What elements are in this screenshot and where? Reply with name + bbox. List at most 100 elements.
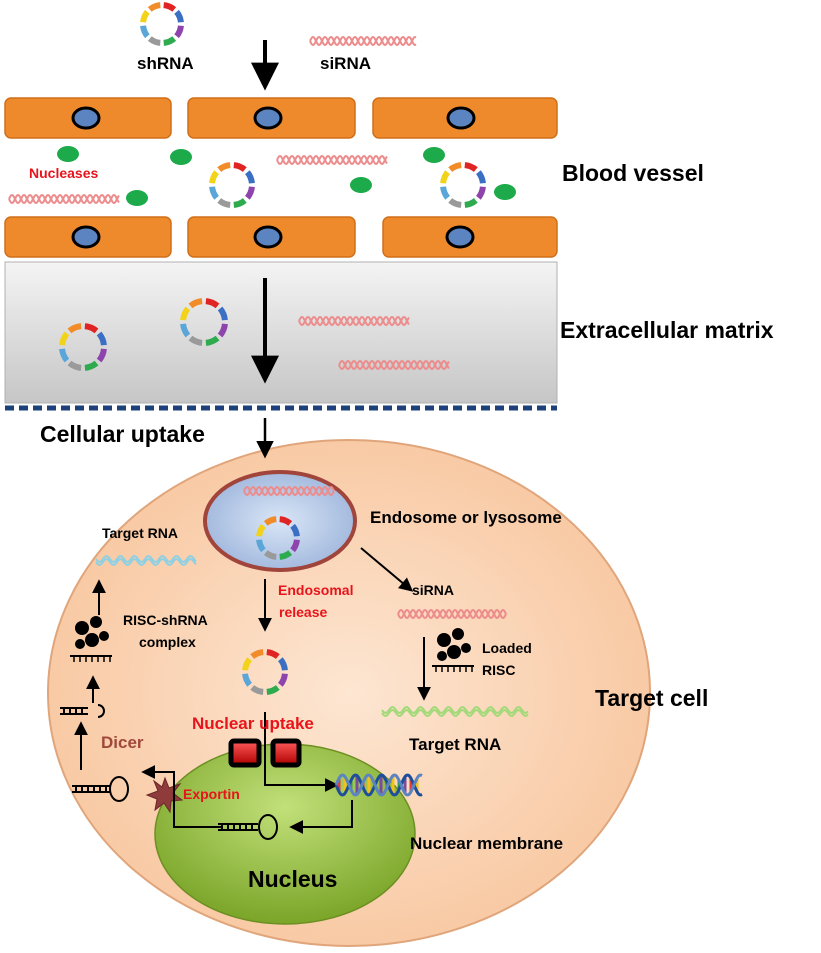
sirna-label-right: siRNA — [412, 582, 455, 598]
plasmid-segment — [205, 298, 220, 309]
plasmid-segment — [209, 186, 220, 200]
endosomal-release-label-line2: release — [279, 604, 328, 620]
endosome-label: Endosome or lysosome — [370, 508, 562, 527]
plasmid-segment — [217, 197, 231, 208]
plasmid-segment — [244, 170, 255, 184]
nucleases-label: Nucleases — [29, 165, 99, 181]
endothelial-cell-nucleus — [71, 225, 101, 249]
plasmid-segment — [174, 9, 184, 23]
plasmid-segment — [205, 335, 220, 346]
shrna-plasmid — [256, 516, 300, 560]
plasmid-segment — [67, 360, 82, 371]
extracellular-matrix-label: Extracellular matrix — [560, 317, 774, 343]
nucleus — [154, 743, 416, 925]
shrna-plasmid — [209, 162, 255, 208]
arrow-export — [141, 765, 222, 828]
sirna-strand — [298, 315, 410, 327]
plasmid-segment — [59, 348, 70, 363]
rna-strands — [8, 35, 529, 717]
sirna-strand — [397, 608, 507, 620]
shrna-hairpin-exported — [72, 776, 129, 802]
plasmid-segment — [233, 162, 247, 173]
plasmid-segment — [217, 323, 228, 338]
nuclear-pore-left — [228, 738, 262, 768]
plasmid-segment — [140, 9, 150, 23]
nuclear-membrane-label: Nuclear membrane — [410, 834, 564, 853]
plasmid-segment — [277, 673, 288, 687]
shrna-label: shRNA — [137, 54, 194, 73]
endosomal-release-label-line1: Endosomal — [278, 582, 354, 598]
shrna-hairpin-nucleus — [218, 814, 278, 840]
nuclease-particle — [126, 190, 148, 206]
plasmid-segment — [256, 523, 266, 537]
shrna-plasmid — [59, 323, 107, 371]
nuclease-particle — [57, 146, 79, 162]
blood-vessel-label: Blood vessel — [562, 160, 704, 186]
plasmid-segment — [250, 649, 264, 660]
sirna-strand — [276, 154, 388, 166]
endothelial-cell-nucleus — [445, 225, 475, 249]
dicer-label: Dicer — [101, 733, 144, 752]
plasmid-segment — [242, 673, 253, 687]
cellular-uptake-label: Cellular uptake — [40, 421, 205, 447]
plasmid-segment — [96, 331, 107, 346]
plasmid-segment — [59, 331, 70, 346]
target-rna-strand — [381, 706, 529, 717]
loaded-risc-label-line2: RISC — [482, 662, 516, 678]
extracellular-matrix — [4, 261, 558, 404]
shrna-plasmid — [242, 649, 288, 695]
plasmid-segment — [96, 348, 107, 363]
risc-shrna-complex — [70, 616, 112, 662]
plasmid-segment — [188, 298, 203, 309]
shrna-plasmid — [180, 298, 228, 346]
target-rna-strand — [95, 555, 197, 566]
plasmid-segment — [250, 684, 264, 695]
plasmid-segment — [290, 523, 300, 537]
nuclear-uptake-label: Nuclear uptake — [192, 714, 314, 733]
plasmid-segment — [277, 657, 288, 671]
exportin-label: Exportin — [183, 786, 240, 802]
nucleus-label: Nucleus — [248, 866, 338, 892]
endothelial-cells — [4, 97, 558, 258]
plasmid-segment — [266, 684, 280, 695]
risc-complexes — [70, 616, 474, 672]
shrna-diced — [60, 704, 105, 718]
arrow-nuclear-uptake — [264, 712, 339, 792]
shrna-plasmids — [59, 2, 486, 695]
sirna-strand — [309, 35, 417, 47]
plasmid-segment — [475, 186, 486, 200]
plasmid-segment — [290, 539, 300, 553]
plasmid-segment — [67, 323, 82, 334]
arrow-endosome-to-sirna — [360, 547, 414, 592]
arrows — [74, 40, 431, 834]
target-cell-label: Target cell — [595, 685, 709, 711]
plasmid-segment — [448, 197, 462, 208]
shrna-plasmid — [440, 162, 486, 208]
plasmid-segment — [147, 36, 161, 46]
plasmid-segment — [217, 306, 228, 321]
plasmid-segment — [263, 550, 277, 560]
plasmid-segment — [266, 649, 280, 660]
plasmid-segment — [217, 162, 231, 173]
plasmid-segment — [440, 170, 451, 184]
plasmid-segment — [84, 360, 99, 371]
plasmid-segment — [464, 197, 478, 208]
nuclease-particle — [423, 147, 445, 163]
loaded-risc — [432, 628, 474, 672]
loaded-risc-label-line1: Loaded — [482, 640, 532, 656]
endothelial-cell-nucleus — [446, 106, 476, 130]
plasmid-segment — [263, 516, 277, 526]
nuclease-particle — [494, 184, 516, 200]
sirna-strand — [338, 359, 450, 371]
plasmid-segment — [440, 186, 451, 200]
plasmid-segment — [233, 197, 247, 208]
endothelial-cell-nucleus — [71, 106, 101, 130]
endothelial-cell-nucleus — [253, 106, 283, 130]
plasmid-segment — [163, 36, 177, 46]
arrow-transcription — [289, 800, 353, 834]
sirna-strand — [243, 485, 335, 497]
plasmid-segment — [464, 162, 478, 173]
plasmid-segment — [174, 25, 184, 39]
plasmid-segment — [279, 516, 293, 526]
plasmid-segment — [84, 323, 99, 334]
